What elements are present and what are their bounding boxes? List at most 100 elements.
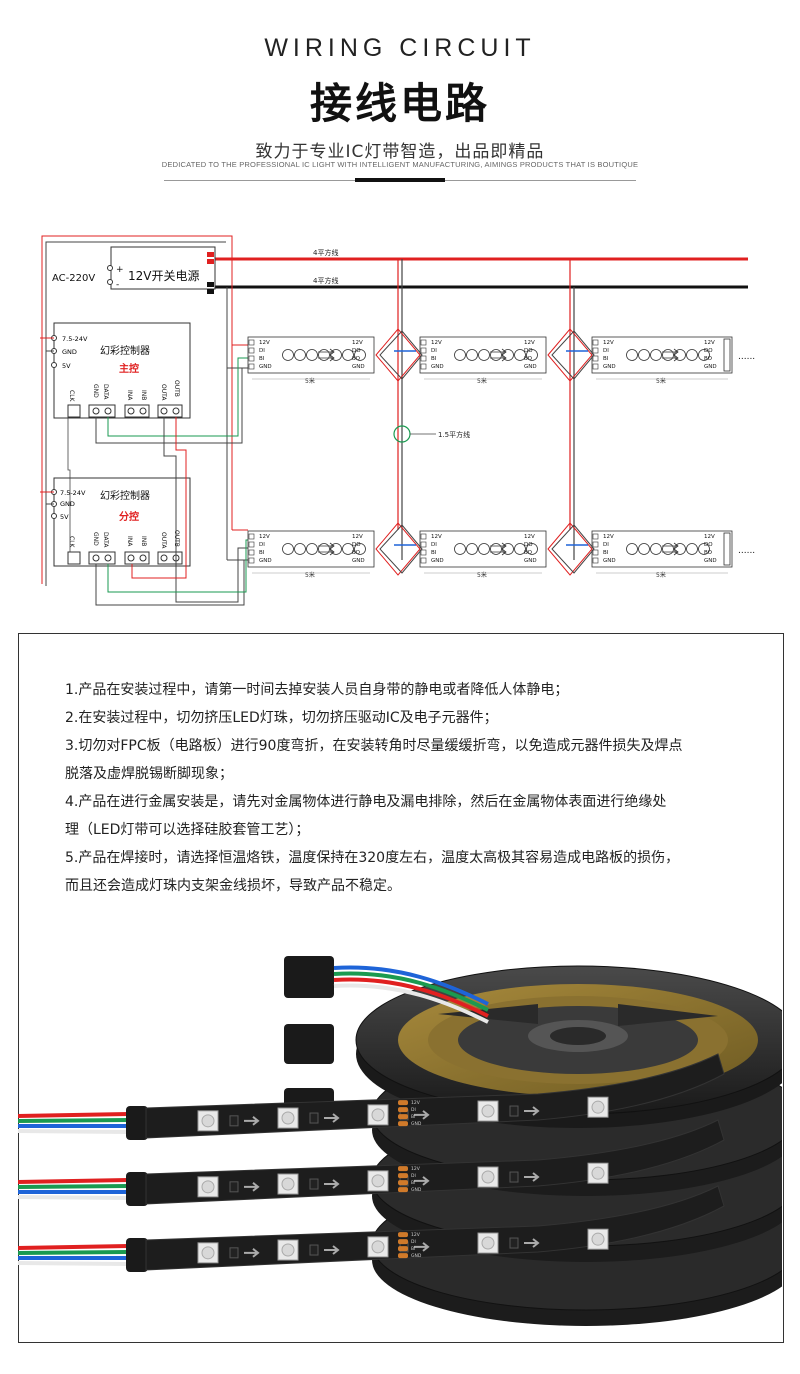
led-bead — [306, 349, 318, 361]
strip-continues: ...... — [738, 352, 755, 362]
led-bead — [686, 543, 698, 555]
strip-pin-left: BI — [431, 550, 437, 556]
strip-pin-left: BI — [603, 356, 609, 362]
strip-length: 5米 — [477, 377, 487, 385]
slave-port-clk: CLK — [68, 536, 75, 549]
solder-pad — [398, 1180, 408, 1186]
strip-pin-right: GND — [704, 364, 717, 370]
photo-ic — [509, 1237, 519, 1249]
led-bead — [318, 543, 330, 555]
photo-ic — [509, 1105, 519, 1117]
strip-pin-right: DO — [704, 348, 713, 354]
divider-accent — [355, 178, 445, 182]
wire-green — [18, 1118, 129, 1123]
led-bead — [526, 349, 538, 361]
master-port-outb: OUTB — [173, 380, 180, 397]
flow-arrow — [490, 542, 507, 550]
solder-pad — [398, 1239, 408, 1245]
wire-green — [18, 1184, 129, 1189]
solder-pad — [398, 1232, 408, 1238]
photo-pin-label: BI — [411, 1114, 415, 1120]
led-bead — [454, 349, 466, 361]
strip-pin-left: 12V — [431, 534, 442, 540]
led-bead — [478, 543, 490, 555]
note-3-line-1: 3.切勿对FPC板（电路板）进行90度弯折，在安装转角时尽量缓缓折弯，以免造成元… — [65, 738, 683, 754]
led-bead — [330, 349, 342, 361]
joint-black — [551, 524, 595, 574]
strip-pin-right: GND — [704, 558, 717, 564]
led-bead — [282, 543, 294, 555]
led-bead — [466, 543, 478, 555]
strip-length: 5米 — [305, 377, 315, 385]
master-port-ina: INA — [126, 390, 133, 401]
note-5-line-2: 而且还会造成灯珠内支架金线损坏，导致产品不稳定。 — [65, 878, 401, 894]
strip-pin-right: BO — [704, 356, 713, 362]
solder-pad — [398, 1253, 408, 1259]
controller-master-title: 幻彩控制器 — [100, 344, 150, 357]
wiring-diagram: 4平方线 4平方线 12V开关电源 AC-220V + - 1.5平方线 幻彩控… — [40, 235, 755, 606]
led-bead — [354, 543, 366, 555]
solder-pad — [398, 1173, 408, 1179]
solder-pad — [398, 1166, 408, 1172]
photo-led-lens — [281, 1111, 295, 1125]
led-bead — [502, 349, 514, 361]
led-bead — [354, 349, 366, 361]
controller-slave — [53, 477, 191, 567]
strip-pin-right: DO — [704, 542, 713, 548]
note-3-line-2: 脱落及虚焊脱锡断脚现象； — [65, 766, 233, 782]
joint-red — [547, 328, 593, 382]
photo-arrow — [414, 1110, 430, 1120]
photo-ic — [309, 1244, 319, 1256]
strip-pad — [248, 541, 255, 548]
photo-led-lens — [481, 1104, 495, 1118]
psu-minus: - — [116, 280, 119, 290]
master-in-v: 7.5-24V — [62, 335, 88, 343]
photo-led-lens — [591, 1100, 605, 1114]
strip-pad — [592, 355, 599, 362]
strip-continues: ...... — [738, 546, 755, 556]
strip-pad — [592, 557, 599, 564]
led-bead — [662, 543, 674, 555]
photo-arrow — [414, 1242, 430, 1252]
slave-in-v: 7.5-24V — [60, 489, 86, 497]
photo-led-lens — [201, 1246, 215, 1260]
wire-red — [18, 1112, 129, 1118]
strip-pin-right: GND — [524, 558, 537, 564]
photo-arrow — [524, 1238, 540, 1248]
solder-pad — [398, 1246, 408, 1252]
photo-pin-label: GND — [411, 1121, 422, 1127]
solder-pad — [398, 1187, 408, 1193]
wire-label-top: 4平方线 — [313, 248, 338, 257]
slave-port-inb: INB — [140, 536, 147, 546]
ac-loop-gray — [45, 241, 226, 586]
strip-pad — [420, 549, 427, 556]
wire-green — [18, 1250, 129, 1255]
led-bead — [318, 349, 330, 361]
wire-white — [18, 1261, 129, 1266]
photo-pin-label: 12V — [411, 1232, 421, 1238]
strip-pin-left: BI — [259, 550, 265, 556]
strip-pin-right: 12V — [524, 534, 535, 540]
strip-pad — [592, 541, 599, 548]
led-bead — [626, 543, 638, 555]
wire-white — [18, 1129, 129, 1134]
strip-length: 5米 — [656, 377, 666, 385]
strip-pin-right: 12V — [524, 340, 535, 346]
led-bead — [306, 543, 318, 555]
master-port-clk: CLK — [68, 390, 75, 403]
wire-label-bottom: 4平方线 — [313, 276, 338, 285]
note-4-line-2: 理（LED灯带可以选择硅胶套管工艺）； — [65, 822, 310, 838]
strip-pad — [420, 541, 427, 548]
notes-panel: 1.产品在安装过程中，请第一时间去掉安装人员自身带的静电或者降低人体静电； 2.… — [18, 633, 784, 1343]
strip-pin-right: BO — [524, 550, 533, 556]
photo-ic — [309, 1178, 319, 1190]
solder-pad — [398, 1107, 408, 1113]
heat-shrink — [126, 1172, 148, 1206]
connectors — [284, 956, 489, 1128]
strip-pin-right: BO — [704, 550, 713, 556]
strip-pin-left: GND — [259, 558, 272, 564]
strip-pad — [248, 557, 255, 564]
photo-pin-label: GND — [411, 1253, 422, 1259]
strip-length: 5米 — [477, 571, 487, 579]
photo-led-lens — [281, 1177, 295, 1191]
